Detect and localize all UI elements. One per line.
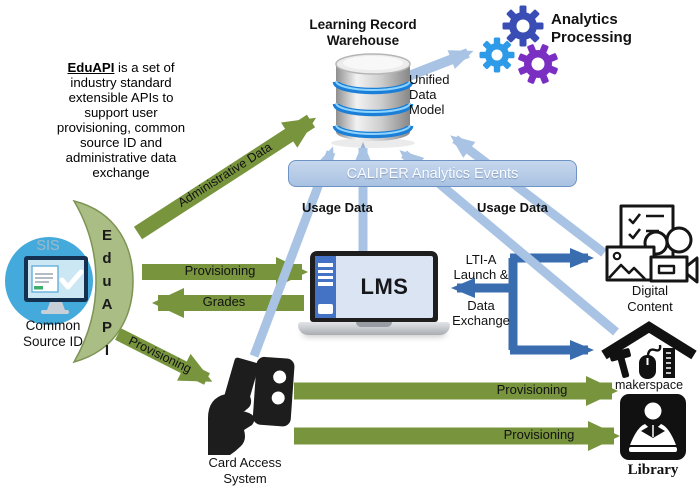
intro-text: EduAPI is a set of industry standard ext… [14, 60, 228, 180]
monitor-check-icon [5, 237, 93, 325]
administrative-data-arrow [133, 114, 317, 240]
data-exchange-label: Data Exchange [452, 298, 510, 328]
provisioning-makerspace-label: Provisioning [496, 382, 568, 397]
digital-content-label: Digital Content [627, 283, 673, 314]
provisioning-card-arrow [115, 328, 213, 385]
provisioning-lms-label: Provisioning [184, 263, 256, 278]
grades-label: Grades [202, 294, 246, 309]
provisioning-library-label: Provisioning [503, 427, 575, 442]
laptop-screen: LMS [310, 251, 438, 322]
library-label: Library [627, 462, 679, 478]
workshop-tools-icon [601, 321, 697, 379]
lti-branch-arrows [451, 248, 594, 360]
lti-launch-label: LTI-A Launch & [453, 252, 509, 282]
unified-data-model-arrow [407, 48, 474, 81]
unified-data-model-label: Unified Data Model [409, 72, 450, 117]
media-collection-icon [605, 204, 699, 284]
laptop-icon: LMS [298, 251, 450, 340]
caliper-banner: CALIPER Analytics Events [288, 160, 577, 187]
warehouse-label: Learning Record Warehouse [309, 17, 417, 48]
common-source-id-label: Common Source ID [22, 318, 84, 350]
sis-label: SIS [36, 238, 60, 254]
lms-sidebar [315, 256, 336, 318]
eduapi-vertical-label: E d u A P I [101, 227, 113, 359]
person-reading-icon [620, 394, 686, 460]
laptop-base [298, 322, 450, 335]
green-arrows [115, 114, 620, 451]
card-access-label: Card Access System [208, 455, 282, 486]
crescent-shape [72, 199, 134, 364]
gears-icon [479, 5, 558, 84]
makerspace-label: makerspace [614, 378, 684, 392]
eduapi-term: EduAPI [67, 60, 115, 75]
caliper-label: CALIPER Analytics Events [346, 165, 519, 182]
usage-data-right-label: Usage Data [477, 200, 548, 215]
usage-data-left-label: Usage Data [302, 200, 373, 215]
analytics-processing-label: Analytics Processing [551, 11, 632, 46]
lms-label: LMS [360, 274, 409, 299]
database-icon [331, 53, 415, 148]
card-swipe-icon [208, 356, 295, 455]
intro-rest: is a set of industry standard extensible… [56, 60, 186, 181]
